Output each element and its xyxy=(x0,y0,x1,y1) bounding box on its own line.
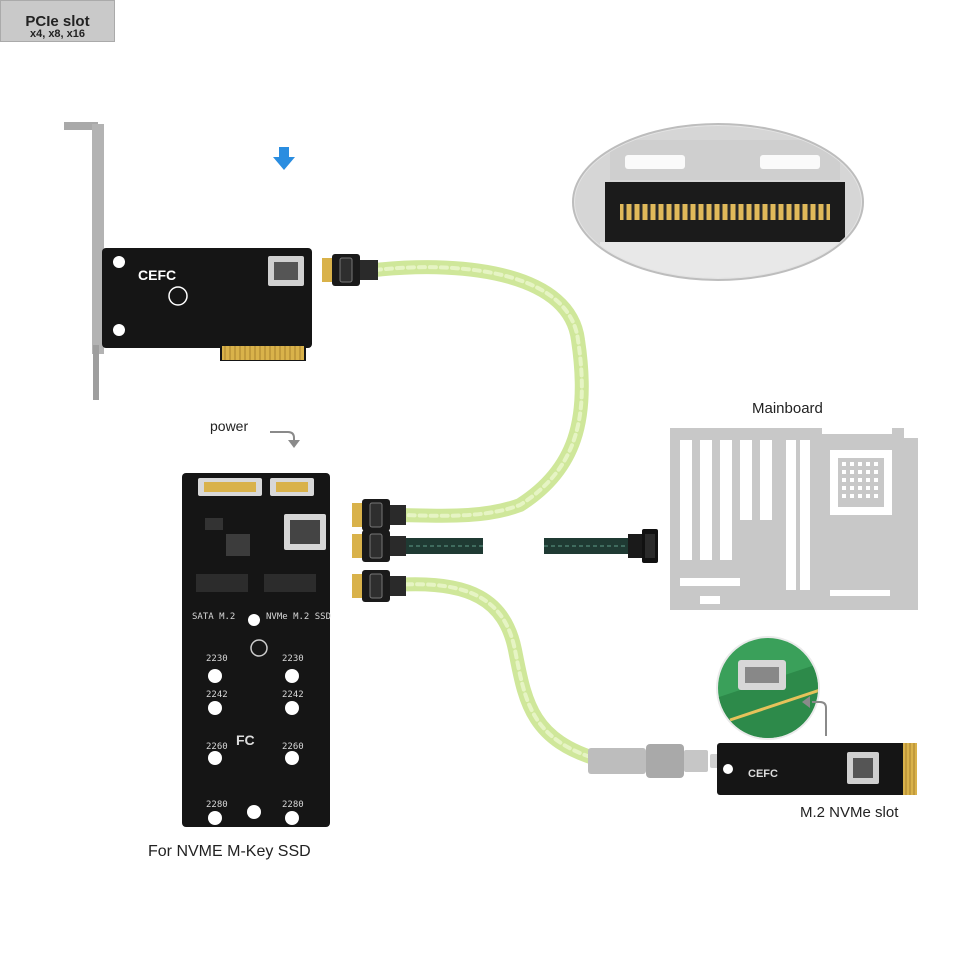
pcie-adapter-card: CEFC xyxy=(64,122,312,400)
svg-text:CEFC: CEFC xyxy=(138,267,176,283)
cable-dark-braided xyxy=(395,538,630,554)
curved-arrow-icon xyxy=(270,431,300,448)
length-mark-right-2242: 2242 xyxy=(282,690,304,700)
pcie-gold-fingers xyxy=(222,346,304,360)
length-mark-left-2260: 2260 xyxy=(206,742,228,752)
svg-text:FC: FC xyxy=(236,732,255,748)
connector-4pin-power xyxy=(628,529,658,563)
right-slot-label: NVMe M.2 SSD xyxy=(266,612,332,622)
m2-ssd-adapter-board: FC xyxy=(182,473,330,827)
connector-mid-3 xyxy=(352,570,406,602)
mainboard-illustration xyxy=(670,428,918,610)
length-mark-left-2242: 2242 xyxy=(206,690,228,700)
m2-nvme-small-board: CEFC xyxy=(717,743,917,795)
pcie-slot-sizes: x4, x8, x16 xyxy=(29,28,86,40)
for-nvme-label: For NVME M-Key SSD xyxy=(148,843,311,860)
length-mark-left-2230: 2230 xyxy=(206,654,228,664)
length-mark-right-2280: 2280 xyxy=(282,800,304,810)
length-mark-right-2230: 2230 xyxy=(282,654,304,664)
cable-green-main xyxy=(368,260,589,523)
length-mark-left-2280: 2280 xyxy=(206,800,228,810)
pcie-slot-label: PCIe slot x4, x8, x16 xyxy=(0,0,115,42)
cable-green-lower xyxy=(388,577,607,767)
connector-mid-1 xyxy=(352,499,406,531)
svg-text:CEFC: CEFC xyxy=(748,768,778,780)
power-label: power xyxy=(210,418,249,434)
down-arrow-icon xyxy=(273,147,295,170)
up-arrow-icon xyxy=(802,696,827,736)
m2-slot-zoom-circle xyxy=(716,636,820,740)
pcie-slot-title: PCIe slot xyxy=(25,13,90,30)
connector-top xyxy=(322,254,378,286)
connector-slimline-gray xyxy=(588,744,720,778)
left-slot-label: SATA M.2 xyxy=(192,612,236,622)
m2-nvme-slot-label: M.2 NVMe slot xyxy=(800,804,899,821)
connector-zoom-oval xyxy=(572,123,864,281)
length-mark-right-2260: 2260 xyxy=(282,742,304,752)
mainboard-label: Mainboard xyxy=(752,400,823,417)
connector-mid-2 xyxy=(352,530,406,562)
